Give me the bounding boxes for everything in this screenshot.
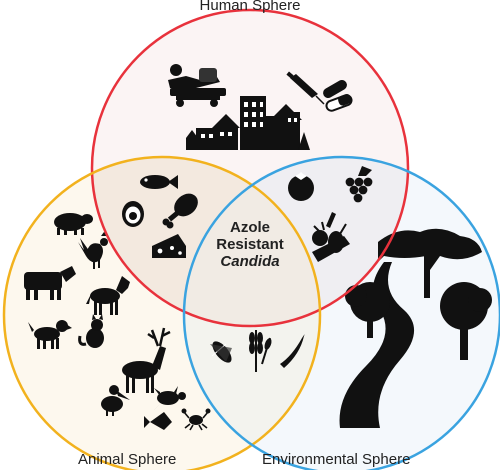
wheat-icon xyxy=(249,330,272,372)
center-label: Azole Resistant Candida xyxy=(198,219,302,270)
cow-icon xyxy=(24,266,76,300)
pelican-icon xyxy=(101,385,130,416)
deer-icon xyxy=(122,327,171,393)
animal-sphere-label: Animal Sphere xyxy=(78,451,177,468)
syringe-icon xyxy=(286,71,325,105)
crab-icon xyxy=(181,408,211,431)
center-line-2: Resistant xyxy=(216,236,284,253)
center-line-3: Candida xyxy=(220,253,280,270)
corn-icon xyxy=(210,341,232,363)
pig-icon xyxy=(54,213,93,235)
dog-icon xyxy=(28,320,72,349)
tropical-fish-icon xyxy=(144,412,172,430)
rooster-icon xyxy=(78,232,108,269)
chicken-leg-icon xyxy=(162,193,198,229)
trees-icon xyxy=(345,228,492,360)
human-sphere-label: Human Sphere xyxy=(199,0,301,14)
environmental-sphere-label: Environmental Sphere xyxy=(262,451,411,468)
grapes-icon xyxy=(345,166,373,203)
center-line-1: Azole xyxy=(229,219,270,236)
pea-pod-icon xyxy=(280,334,305,368)
cat-icon xyxy=(78,314,104,348)
river-path-icon xyxy=(339,262,415,428)
cheese-icon xyxy=(152,234,186,258)
tomato-icon xyxy=(288,172,314,201)
horse-icon xyxy=(86,276,130,315)
egg-icon xyxy=(122,201,144,227)
city-skyline-icon xyxy=(186,96,310,150)
pill-capsules-icon xyxy=(323,80,353,112)
hospital-patient-icon xyxy=(168,64,226,107)
fish-icon xyxy=(140,175,178,189)
human-sphere-circle xyxy=(90,8,410,328)
vegetables-basket-icon xyxy=(312,212,350,262)
turtle-icon xyxy=(154,386,186,410)
triple-overlap xyxy=(184,157,320,326)
